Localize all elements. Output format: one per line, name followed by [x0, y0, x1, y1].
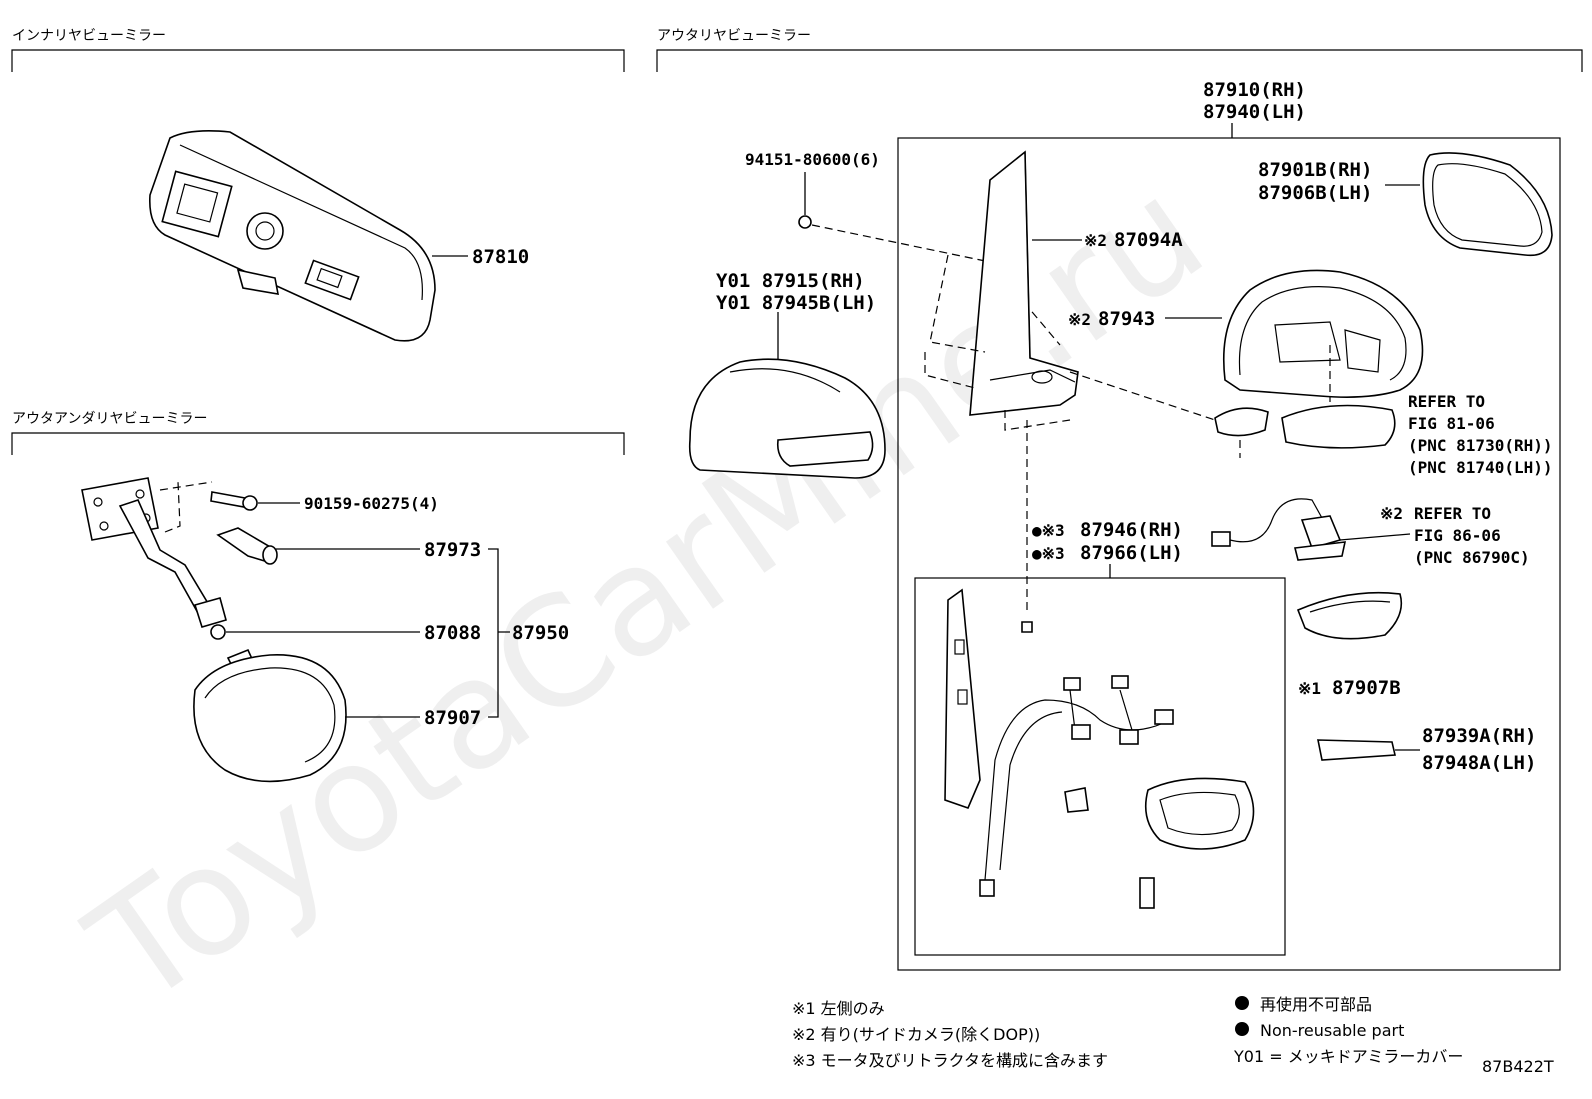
part-number-87945b: Y01 87945B(LH): [716, 292, 876, 314]
part-number-87907b: 87907B: [1332, 677, 1401, 699]
legend-non-reusable-jp: 再使用不可部品: [1260, 995, 1372, 1014]
legend-y01: Y01 = メッキドアミラーカバー: [1233, 1047, 1463, 1066]
refer-81-06-line4: (PNC 81740(LH)): [1408, 458, 1553, 477]
note-2: ※2 有り(サイドカメラ(除くDOP)): [792, 1025, 1040, 1044]
note-1: ※1 左側のみ: [792, 999, 885, 1018]
section-bracket-outer-under: [11, 432, 625, 455]
part-number-94151: 94151-80600(6): [745, 150, 880, 169]
mark-87966: ●※3: [1032, 544, 1065, 563]
part-number-87915: Y01 87915(RH): [716, 270, 865, 292]
part-number-87973: 87973: [424, 539, 481, 561]
note-3: ※3 モータ及びリトラクタを構成に含みます: [792, 1051, 1108, 1070]
refer-81-06-line1: REFER TO: [1408, 392, 1485, 411]
part-number-87939a: 87939A(RH): [1422, 725, 1536, 747]
diagram-code: 87B422T: [1482, 1057, 1554, 1076]
part-number-87088: 87088: [424, 622, 481, 644]
retractor-frame: [914, 577, 1286, 956]
screw-94151-drawing: [798, 215, 812, 229]
part-number-87948a: 87948A(LH): [1422, 752, 1536, 774]
refer-86-06-line2: FIG 86-06: [1414, 526, 1501, 545]
section-title-inner-mirror: インナリヤビューミラー: [12, 28, 166, 44]
cover-87907b-drawing: [1296, 591, 1403, 640]
retractor-drawing: [944, 588, 1255, 909]
refer-86-06-line3: (PNC 86790C): [1414, 548, 1530, 567]
leader-refer-86-06: [1339, 533, 1411, 541]
part-number-87940: 87940(LH): [1203, 101, 1306, 123]
mirror-housing-drawing: [1214, 269, 1424, 449]
refer-81-06-line3: (PNC 81730(RH)): [1408, 436, 1553, 455]
part-number-87906b: 87906B(LH): [1258, 182, 1372, 204]
part-number-87946: 87946(RH): [1080, 519, 1183, 541]
housing-dashed-guides: [1069, 345, 1331, 458]
part-number-87094a: 87094A: [1114, 229, 1183, 251]
mark-87094a: ※2: [1084, 231, 1107, 250]
non-reusable-bullet-en: [1235, 1022, 1249, 1036]
refer-81-06-line2: FIG 81-06: [1408, 414, 1495, 433]
section-bracket-inner: [11, 49, 625, 72]
section-title-outer-mirror: アウタリヤビューミラー: [657, 28, 811, 44]
mark-87943: ※2: [1068, 310, 1091, 329]
mark-refer-86-06: ※2: [1380, 504, 1403, 523]
screw-dashed-guide: [811, 224, 1061, 346]
mirror-base-drawing: [969, 150, 1079, 416]
under-mirror-dashed-guides: [159, 481, 213, 533]
part-number-87950: 87950: [512, 622, 569, 644]
mirror-glass-drawing: [1422, 152, 1553, 257]
section-bracket-outer: [656, 49, 1583, 72]
part-number-90159: 90159-60275(4): [304, 494, 439, 513]
mirror-cover-drawing: [688, 358, 886, 479]
refer-86-06-line1: REFER TO: [1414, 504, 1491, 523]
part-number-87943: 87943: [1098, 308, 1155, 330]
part-number-87910: 87910(RH): [1203, 79, 1306, 101]
watermark: ToyotaCarMine.ru: [60, 145, 1234, 1040]
mark-87946: ●※3: [1032, 521, 1065, 540]
base-dashed-guides: [924, 254, 1071, 431]
section-title-outer-under-mirror: アウタアンダリヤビューミラー: [12, 411, 207, 427]
bracket-87950: [488, 548, 510, 718]
part-number-87901b: 87901B(RH): [1258, 159, 1372, 181]
inner-mirror-drawing: [148, 130, 436, 342]
non-reusable-bullet-jp: [1235, 996, 1249, 1010]
part-number-87810: 87810: [472, 246, 529, 268]
camera-harness-drawing: [1211, 498, 1347, 561]
assembly-frame: [897, 137, 1561, 971]
under-mirror-drawing: [81, 477, 347, 783]
mark-87907b: ※1: [1298, 679, 1321, 698]
clip-87939a-drawing: [1317, 739, 1396, 761]
part-number-87907: 87907: [424, 707, 481, 729]
part-number-87966: 87966(LH): [1080, 542, 1183, 564]
legend-non-reusable-en: Non-reusable part: [1260, 1021, 1404, 1040]
